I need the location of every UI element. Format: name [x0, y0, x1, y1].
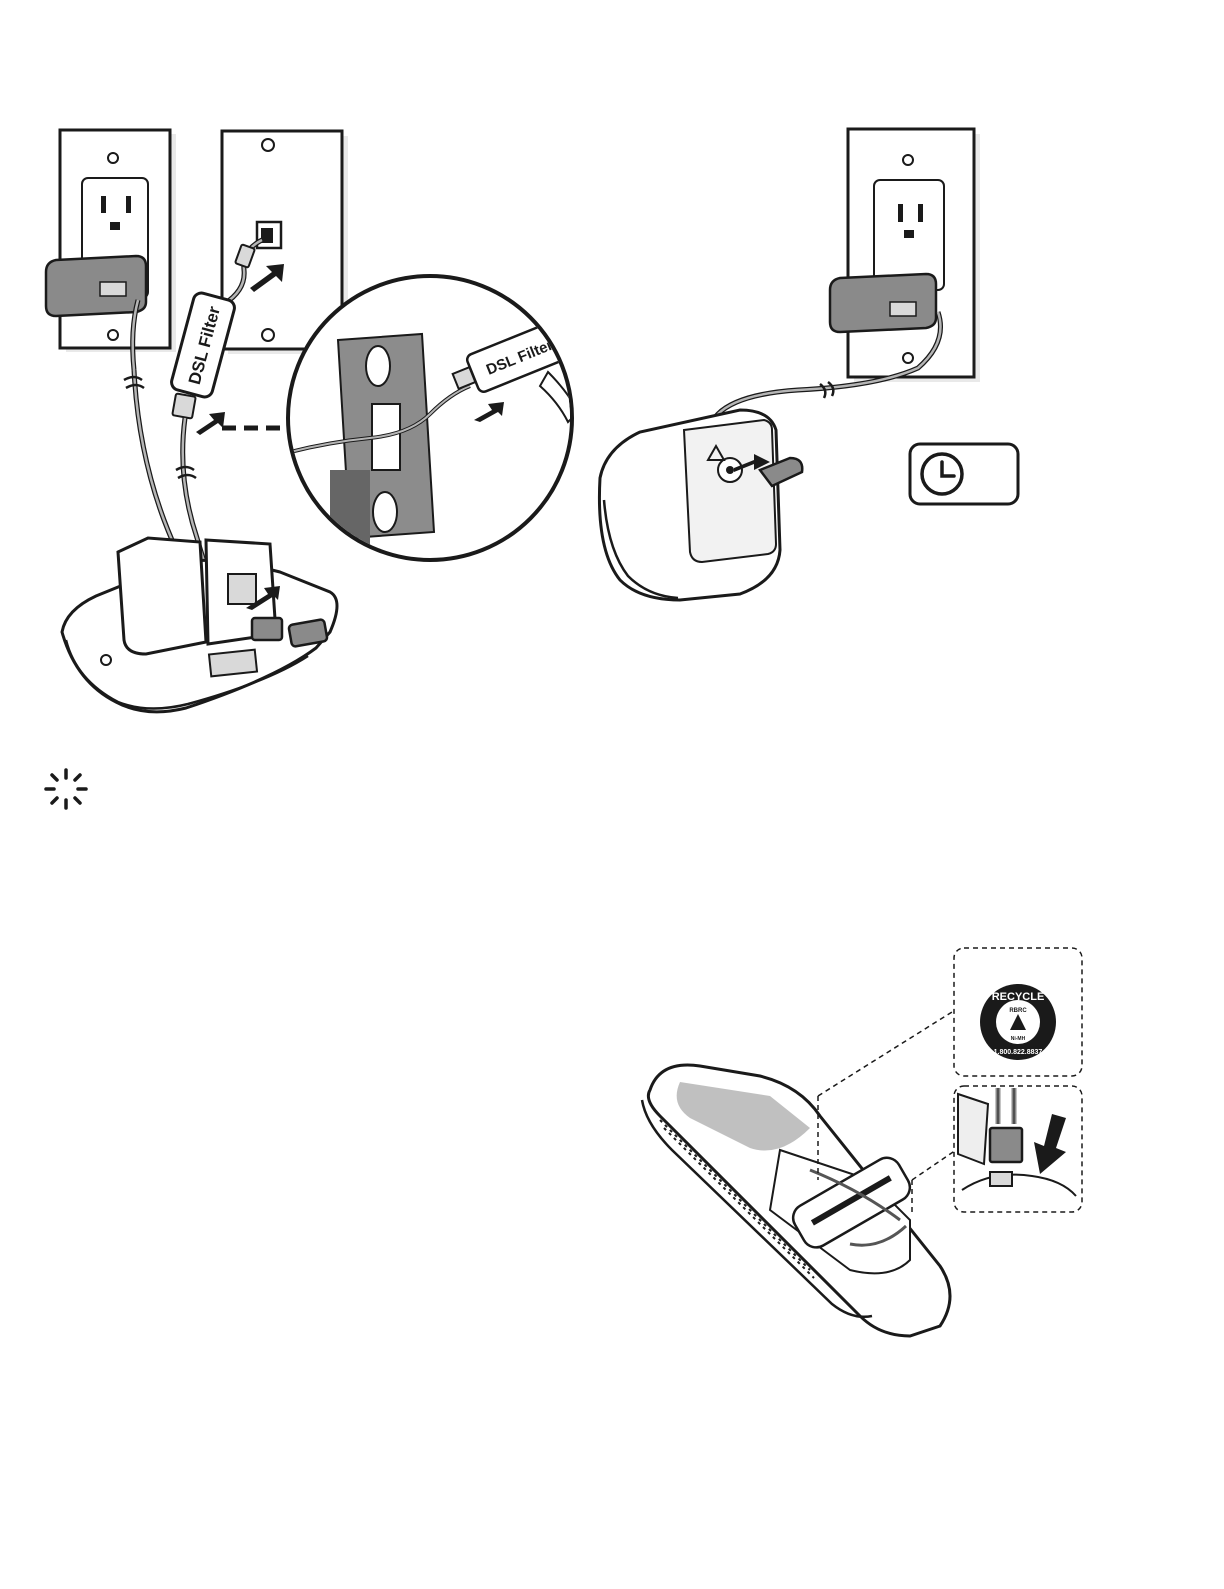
recycle-chem-text: Ni-MH — [1011, 1036, 1026, 1042]
light-burst-icon — [46, 770, 86, 808]
dsl-filter-main: DSL Filter — [170, 291, 236, 398]
power-adapter-base — [46, 256, 146, 370]
power-outlet-wall-plate-2 — [848, 129, 980, 382]
wall-mount-zoom-inset: DSL Filter — [288, 276, 582, 560]
figure-charger-connection — [599, 129, 1018, 600]
charge-wait-clock — [910, 444, 1018, 504]
power-adapter-charger — [830, 274, 936, 332]
battery-connector-inset — [954, 1086, 1082, 1212]
recycle-org-text: RBRC — [1009, 1008, 1027, 1014]
figure-base-connection: DSL Filter — [46, 130, 582, 712]
insert-arrow-icon — [196, 412, 225, 435]
recycle-phone-text: 1.800.822.8837 — [994, 1049, 1043, 1056]
recycle-seal-inset: RECYCLE RBRC Ni-MH 1.800.822.8837 — [954, 948, 1082, 1076]
recycle-top-text: RECYCLE — [992, 991, 1045, 1003]
telephone-base-station — [62, 538, 337, 712]
power-outlet-wall-plate — [60, 130, 176, 352]
handset-charger — [599, 410, 802, 600]
figure-battery-install: RECYCLE RBRC Ni-MH 1.800.822.8837 — [642, 948, 1082, 1336]
cordless-handset-back — [642, 1065, 950, 1336]
